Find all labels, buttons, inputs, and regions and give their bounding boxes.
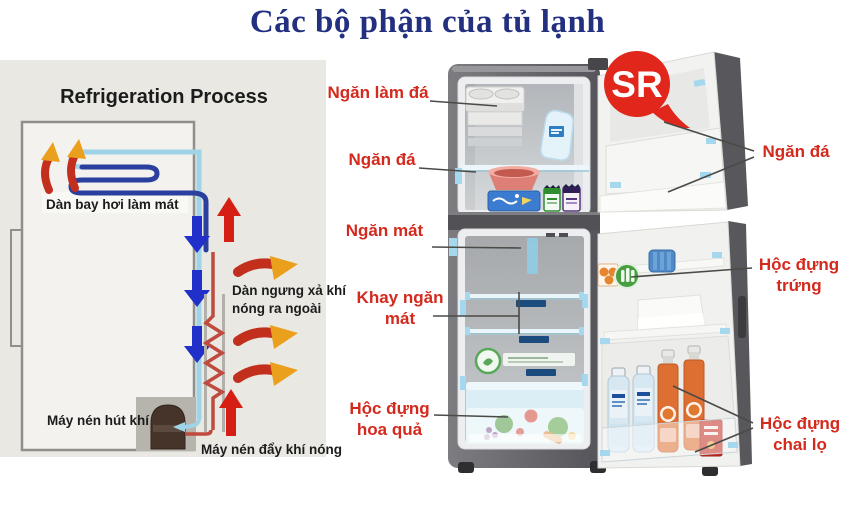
door-tray bbox=[637, 294, 706, 331]
leader-bottle-lower bbox=[694, 427, 754, 453]
leader-cool bbox=[431, 246, 522, 249]
roller-knob bbox=[648, 249, 676, 273]
evaporator-label-backplate bbox=[42, 192, 188, 213]
foot-door bbox=[702, 466, 718, 476]
leader-ice-maker bbox=[429, 100, 498, 107]
label-fruit-drawer: Hộc đựng hoa quả bbox=[349, 399, 430, 439]
leader-fruit-box bbox=[433, 414, 509, 418]
foot-left bbox=[458, 462, 474, 473]
label-compressor-suction: Máy nén hút khí bbox=[47, 413, 150, 428]
hot-gas-arrow-up-top bbox=[217, 197, 241, 242]
page-title: Các bộ phận của tủ lạnh bbox=[249, 4, 606, 40]
ice-maker bbox=[465, 86, 525, 146]
sr-logo: SR bbox=[604, 51, 690, 129]
compressor bbox=[136, 397, 213, 451]
label-freezer-compartment: Ngăn đá bbox=[348, 150, 416, 169]
condenser-coil bbox=[202, 252, 226, 432]
ice-pack bbox=[540, 109, 574, 161]
label-freezer-door-shelf: Ngăn đá bbox=[762, 142, 830, 161]
green-carton bbox=[543, 185, 561, 212]
juice-bottle-2 bbox=[683, 345, 705, 451]
fruit-drawer bbox=[466, 382, 584, 444]
cool-compartment bbox=[449, 228, 591, 450]
label-evaporator: Dàn bay hơi làm mát bbox=[46, 197, 179, 212]
heat-out-arrow-2 bbox=[233, 325, 298, 349]
cool-shelves bbox=[465, 292, 584, 376]
door-handle-groove bbox=[738, 296, 746, 338]
process-fridge-door-edge bbox=[10, 229, 22, 347]
sr-logo-text: SR bbox=[611, 64, 662, 105]
label-bottle-holder: Hộc đựng chai lọ bbox=[759, 414, 841, 454]
process-diagram bbox=[10, 120, 298, 452]
label-condenser: Dàn ngưng xả khí nóng ra ngoài bbox=[232, 283, 347, 316]
label-cool-compartment: Ngăn mát bbox=[345, 221, 424, 240]
top-hinge bbox=[588, 58, 608, 70]
water-bottle-1 bbox=[607, 367, 630, 453]
heat-out-arrow-3 bbox=[233, 362, 298, 386]
freezer-compartment bbox=[455, 76, 591, 216]
tape-cool-door bbox=[600, 252, 738, 456]
tape-freezer-left bbox=[455, 168, 462, 184]
purple-carton bbox=[562, 184, 581, 212]
eco-badge bbox=[474, 347, 575, 375]
leader-egg-box bbox=[630, 267, 753, 278]
compartment-divider bbox=[448, 212, 600, 230]
leader-freezer-door-upper bbox=[663, 121, 755, 152]
divider-highlight bbox=[448, 212, 600, 215]
leader-freezer-door-lower bbox=[667, 156, 755, 193]
flame-arrow-up-1 bbox=[41, 142, 60, 194]
pink-bowl bbox=[488, 166, 540, 190]
food-box bbox=[487, 190, 541, 212]
process-diagram-title: Refrigeration Process bbox=[60, 86, 268, 108]
discharge-pipe bbox=[185, 429, 213, 436]
cold-flow-arrows bbox=[184, 216, 210, 363]
label-egg-holder: Hộc đựng trứng bbox=[758, 255, 840, 295]
heat-out-arrow-1 bbox=[233, 256, 298, 280]
suction-arrow bbox=[173, 422, 185, 432]
process-fridge-outline bbox=[20, 120, 196, 452]
leader-lines bbox=[418, 100, 755, 453]
hot-gas-arrow-up-bottom bbox=[219, 389, 243, 436]
label-cool-tray: Khay ngăn mát bbox=[356, 288, 444, 328]
label-ice-maker-compartment: Ngăn làm đá bbox=[327, 83, 429, 102]
leader-bottle-upper bbox=[672, 385, 754, 424]
label-compressor-discharge: Máy nén đẩy khí nóng bbox=[201, 442, 343, 457]
cool-door bbox=[597, 221, 752, 469]
water-bottle-2 bbox=[632, 365, 655, 453]
flame-arrow-up-2 bbox=[67, 139, 86, 192]
air-duct bbox=[527, 238, 538, 274]
refrigerator: SR bbox=[448, 51, 752, 476]
leader-freezer-left bbox=[418, 167, 477, 173]
egg-holder bbox=[597, 263, 640, 289]
